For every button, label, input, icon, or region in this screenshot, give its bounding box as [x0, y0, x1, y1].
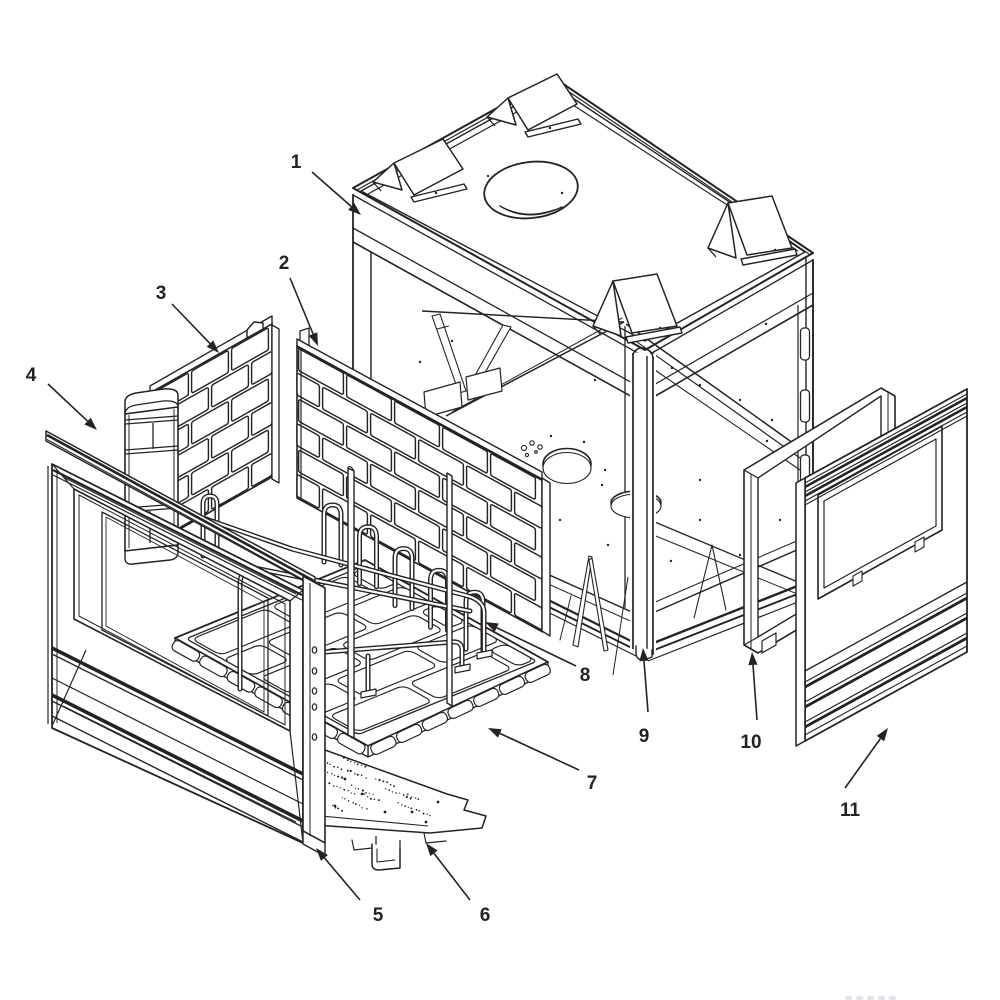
- svg-text:8: 8: [580, 665, 591, 686]
- svg-text:3: 3: [156, 283, 167, 304]
- svg-text:2: 2: [279, 253, 290, 274]
- svg-text:6: 6: [480, 905, 491, 926]
- svg-text:4: 4: [26, 365, 37, 386]
- svg-text:7: 7: [587, 773, 598, 794]
- svg-text:9: 9: [639, 726, 650, 747]
- svg-text:5: 5: [373, 905, 384, 926]
- svg-text:10: 10: [740, 732, 761, 753]
- svg-text:11: 11: [840, 800, 861, 821]
- svg-text:1: 1: [291, 152, 302, 173]
